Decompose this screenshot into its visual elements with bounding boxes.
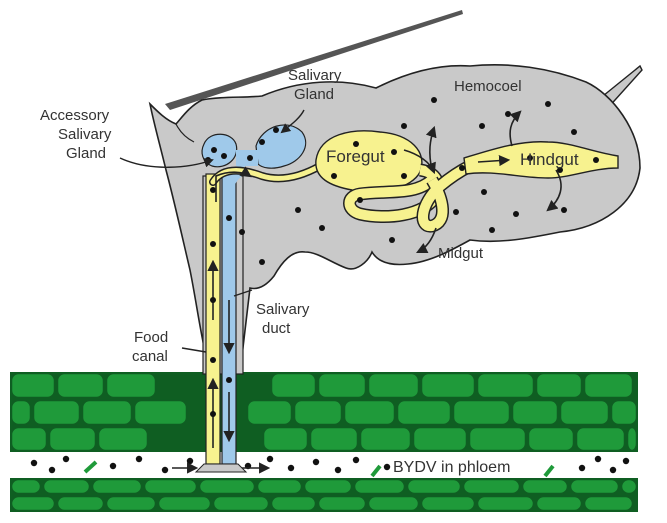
leaf-cell [12, 480, 41, 494]
label-food-canal-line2: canal [132, 348, 168, 365]
leaf-cell [264, 428, 308, 451]
leaf-cell [319, 374, 366, 398]
leaf-cell [135, 401, 187, 425]
leaf-cell [214, 497, 269, 511]
label-salivary-duct-line1: Salivary [256, 301, 310, 318]
leaf-cell [585, 497, 633, 511]
label-accessory-line2: Salivary [58, 126, 112, 143]
food-canal-pointer [182, 348, 206, 352]
label-hindgut: Hindgut [520, 150, 579, 169]
leaf-cell [478, 374, 534, 398]
label-midgut: Midgut [438, 245, 484, 262]
leaf-cell [513, 401, 558, 425]
leaf-cell [305, 480, 352, 494]
label-salivary-duct-line2: duct [262, 320, 291, 337]
label-accessory-line1: Accessory [40, 107, 110, 124]
leaf-cell [355, 480, 405, 494]
label-food-canal-line1: Food [134, 329, 168, 346]
leaf-cell [561, 401, 609, 425]
leaf-cell [454, 401, 510, 425]
leaf-cell [369, 374, 419, 398]
label-foregut: Foregut [326, 147, 385, 166]
leaf-cell [83, 401, 132, 425]
leaf-cell [58, 497, 104, 511]
leaf-cell [44, 480, 90, 494]
leaf-cell [622, 480, 637, 494]
label-hemocoel: Hemocoel [454, 78, 522, 95]
leaf-cell [272, 374, 316, 398]
stylet-tip [196, 464, 246, 472]
leaf-cell [628, 428, 637, 451]
leaf-cell [523, 480, 568, 494]
bydv-label: BYDV in phloem [393, 459, 510, 476]
phloem-channel [10, 452, 638, 478]
label-salivary-gland-line2: Gland [294, 86, 334, 103]
leaf-cell [537, 374, 582, 398]
leaf-cell [93, 480, 142, 494]
leaf-cell [470, 428, 526, 451]
leaf-cell [34, 401, 80, 425]
leaf-cell [107, 497, 156, 511]
leaf-cell [464, 480, 520, 494]
leaf-cell [58, 374, 104, 398]
leaf-cell [200, 480, 255, 494]
leaf-cell [408, 480, 461, 494]
leaf-cell [145, 480, 197, 494]
leaf-cell [345, 401, 395, 425]
leaf-tissue: BYDV in phloem [10, 372, 638, 512]
leaf-cell [107, 374, 156, 398]
leaf-cell [612, 401, 637, 425]
leaf-cell [478, 497, 534, 511]
leaf-cell [414, 428, 467, 451]
leaf-cell [422, 497, 475, 511]
leaf-cell [571, 480, 619, 494]
leaf-cell [12, 497, 55, 511]
leaf-cell [529, 428, 574, 451]
leaf-cell [311, 428, 358, 451]
leaf-cell [422, 374, 475, 398]
leaf-cell [295, 401, 342, 425]
leaf-cell [50, 428, 96, 451]
leaf-cell [272, 497, 316, 511]
leaf-cell [585, 374, 633, 398]
leaf-cell [99, 428, 148, 451]
leaf-cell [159, 497, 211, 511]
leaf-cell [398, 401, 451, 425]
leaf-cell [361, 428, 411, 451]
leaf-cell [12, 401, 31, 425]
label-salivary-gland-line1: Salivary [288, 67, 342, 84]
leaf-cell [577, 428, 625, 451]
leaf-cell [537, 497, 582, 511]
leaf-cell [258, 480, 302, 494]
leaf-cell [369, 497, 419, 511]
leaf-cell [248, 401, 292, 425]
leaf-cell [319, 497, 366, 511]
leaf-cell [12, 428, 47, 451]
label-accessory-line3: Gland [66, 145, 106, 162]
leaf-cell [12, 374, 55, 398]
